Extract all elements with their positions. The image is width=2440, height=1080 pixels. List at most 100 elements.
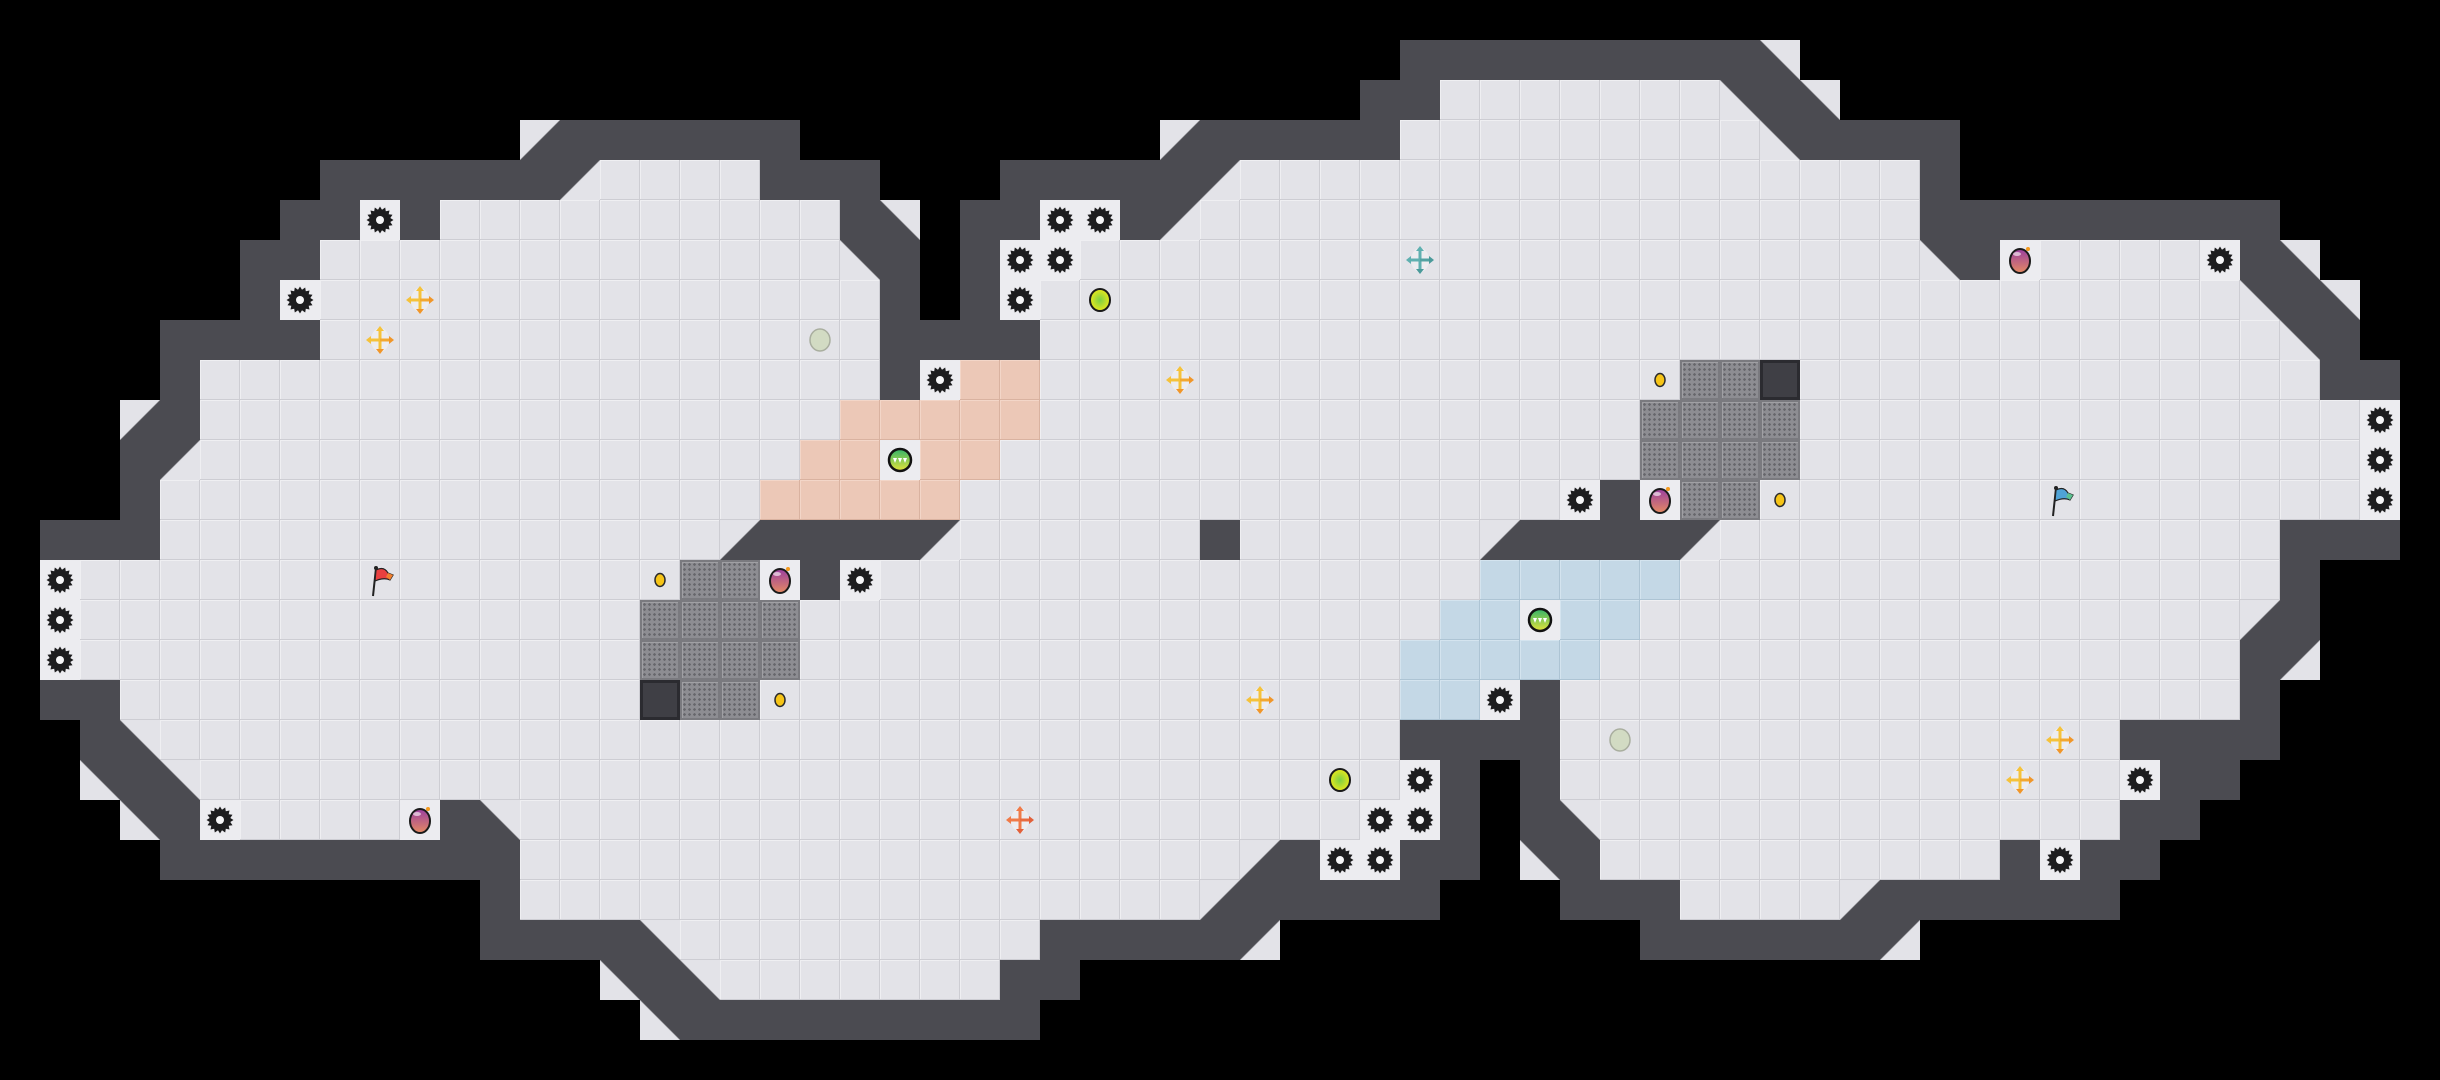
wall-tile — [240, 320, 280, 360]
floor-tile — [240, 440, 280, 480]
wall-tile — [2000, 200, 2040, 240]
floor-tile — [1520, 120, 1560, 160]
floor-tile — [1040, 760, 1080, 800]
peach-zone-tile — [760, 480, 800, 520]
floor-tile — [1440, 240, 1480, 280]
diagonal-wall-tile — [120, 800, 160, 840]
floor-tile — [1640, 680, 1680, 720]
floor-tile — [560, 280, 600, 320]
floor-tile — [1360, 640, 1400, 680]
floor-tile — [2120, 520, 2160, 560]
wall-tile — [1520, 40, 1560, 80]
diagonal-wall-tile — [120, 400, 160, 440]
floor-tile — [1280, 800, 1320, 840]
gold-cross-icon — [2040, 720, 2080, 760]
wall-tile — [2240, 200, 2280, 240]
floor-tile — [1800, 600, 1840, 640]
grate-tile — [1680, 440, 1720, 480]
grate-tile — [1720, 440, 1760, 480]
floor-tile — [2120, 480, 2160, 520]
floor-tile — [1800, 840, 1840, 880]
floor-tile — [80, 600, 120, 640]
floor-tile — [1600, 80, 1640, 120]
floor-tile — [2040, 680, 2080, 720]
floor-tile — [240, 480, 280, 520]
floor-tile — [760, 920, 800, 960]
floor-tile — [160, 680, 200, 720]
floor-tile — [720, 880, 760, 920]
floor-tile — [2080, 400, 2120, 440]
floor-tile — [1720, 640, 1760, 680]
wall-tile — [1880, 880, 1920, 920]
floor-tile — [600, 440, 640, 480]
floor-tile — [960, 600, 1000, 640]
floor-tile — [920, 920, 960, 960]
floor-tile — [960, 640, 1000, 680]
floor-tile — [1920, 640, 1960, 680]
floor-tile — [1760, 720, 1800, 760]
floor-tile — [1440, 320, 1480, 360]
floor-tile — [160, 520, 200, 560]
floor-tile — [600, 760, 640, 800]
floor-tile — [2080, 760, 2120, 800]
floor-tile — [600, 600, 640, 640]
floor-tile — [720, 440, 760, 480]
wall-tile — [2320, 360, 2360, 400]
floor-tile — [2120, 680, 2160, 720]
wall-tile — [1360, 80, 1400, 120]
floor-tile — [680, 880, 720, 920]
floor-tile — [1720, 840, 1760, 880]
peach-zone-tile — [960, 400, 1000, 440]
floor-tile — [840, 880, 880, 920]
wall-tile — [1280, 120, 1320, 160]
floor-tile — [240, 400, 280, 440]
floor-tile — [480, 440, 520, 480]
wall-tile — [360, 840, 400, 880]
floor-tile — [800, 400, 840, 440]
wall-tile — [480, 160, 520, 200]
floor-tile — [200, 720, 240, 760]
floor-tile — [1800, 200, 1840, 240]
floor-tile — [600, 400, 640, 440]
wall-tile — [2040, 200, 2080, 240]
wall-tile — [2160, 200, 2200, 240]
wall-tile — [1280, 880, 1320, 920]
floor-tile — [120, 600, 160, 640]
floor-tile — [1880, 760, 1920, 800]
floor-tile — [2000, 400, 2040, 440]
floor-tile — [400, 440, 440, 480]
peach-zone-tile — [880, 400, 920, 440]
floor-tile — [1280, 200, 1320, 240]
blue-zone-tile — [1480, 600, 1520, 640]
floor-tile — [960, 920, 1000, 960]
wall-tile — [1360, 120, 1400, 160]
wall-tile — [960, 1000, 1000, 1040]
wall-tile — [2000, 880, 2040, 920]
floor-tile — [120, 560, 160, 600]
wall-tile — [2240, 680, 2280, 720]
floor-tile — [1080, 320, 1120, 360]
floor-tile — [960, 760, 1000, 800]
floor-tile — [960, 560, 1000, 600]
floor-tile — [320, 560, 360, 600]
floor-tile — [1760, 680, 1800, 720]
diagonal-wall-tile — [1840, 880, 1880, 920]
floor-tile — [1200, 240, 1240, 280]
floor-tile — [920, 800, 960, 840]
floor-tile — [1280, 280, 1320, 320]
floor-tile — [1520, 400, 1560, 440]
floor-tile — [1640, 720, 1680, 760]
floor-tile — [800, 960, 840, 1000]
floor-tile — [720, 160, 760, 200]
wall-tile — [1600, 480, 1640, 520]
floor-tile — [960, 520, 1000, 560]
blue-zone-tile — [1440, 600, 1480, 640]
wall-tile — [520, 920, 560, 960]
gold-cross-icon — [400, 280, 440, 320]
gear-spike-icon — [1480, 680, 1520, 720]
gear-spike-icon — [1040, 240, 1080, 280]
floor-tile — [2160, 560, 2200, 600]
wall-tile — [1080, 160, 1120, 200]
wall-tile — [1120, 920, 1160, 960]
floor-tile — [2040, 320, 2080, 360]
